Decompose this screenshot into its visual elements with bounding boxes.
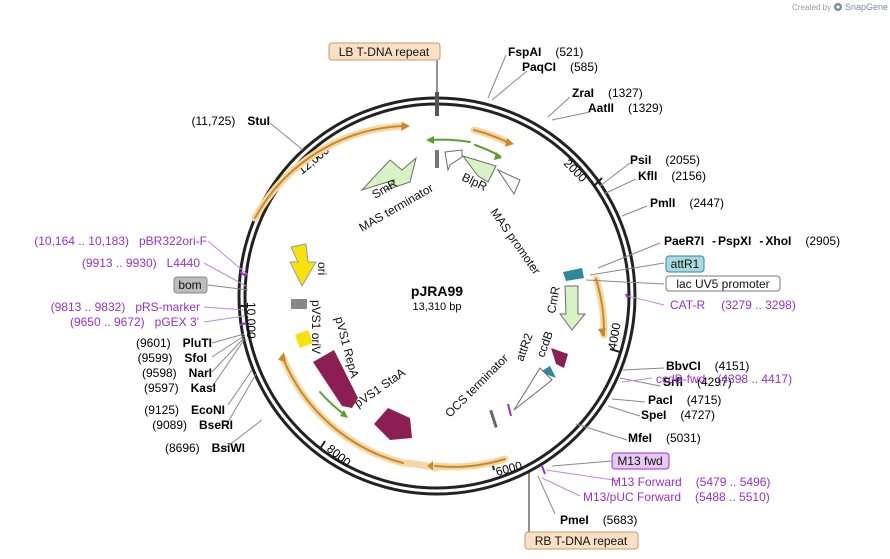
m13fwd-label: M13 fwd — [611, 452, 670, 470]
enzyme-nari: (9598)NarI — [142, 366, 212, 380]
leader-lines — [207, 54, 665, 515]
plasmid-length: 13,310 bp — [413, 301, 462, 313]
primer-marks — [239, 271, 629, 475]
enzyme-pluti: (9601)PluTI — [136, 336, 212, 350]
enzyme-paci: PacI(4715) — [648, 393, 721, 407]
enzyme-sfoi: (9599)SfoI — [138, 351, 207, 365]
enzyme-mfei: MfeI(5031) — [628, 431, 701, 445]
enzyme-pmli: PmlI(2447) — [650, 196, 724, 210]
credit-brand: SnapGene — [845, 2, 888, 12]
enzyme-bbvci: BbvCI(4151) — [666, 359, 749, 373]
inner-features — [289, 149, 587, 440]
primer-cat-r: CAT-R(3279 .. 3298) — [670, 298, 796, 312]
enzyme-aatii: AatII(1329) — [588, 101, 663, 115]
svg-text:M13 fwd: M13 fwd — [617, 454, 662, 468]
enzyme-paqci: PaqCI(585) — [522, 60, 598, 74]
primer-m13-forward: M13 Forward(5479 .. 5496) — [611, 475, 770, 489]
primer-pbr322ori-f: (10,164 .. 10,183)pBR322ori-F — [34, 234, 207, 248]
rb-repeat-label: RB T-DNA repeat — [524, 531, 639, 550]
svg-text:RB T-DNA repeat: RB T-DNA repeat — [535, 534, 628, 548]
orange-feature-arcs — [251, 122, 608, 472]
enzyme-bsiwi: (8696)BsiWI — [165, 441, 245, 455]
feature-ocs-term: OCS terminator — [442, 351, 511, 420]
primer-prs-marker: (9813 .. 9832)pRS-marker — [51, 300, 200, 314]
primer-pgex3: (9650 .. 9672)pGEX 3' — [70, 315, 199, 329]
tick-10000: 10,000 — [244, 302, 258, 339]
attr1-label: attR1 — [665, 255, 705, 273]
plasmid-name: pJRA99 — [411, 283, 463, 299]
svg-text:attR1: attR1 — [671, 257, 700, 271]
enzyme-srfi: SrfI(4297) — [663, 375, 732, 389]
enzyme-stui: (11,725)StuI — [192, 114, 270, 128]
feature-cmr: CmR — [544, 285, 563, 315]
enzyme-psii: PsiI(2055) — [630, 153, 700, 167]
lb-repeat-label: LB T-DNA repeat — [328, 42, 441, 61]
enzyme-fspai: FspAI(521) — [508, 45, 583, 59]
primer-leader-lines — [203, 240, 665, 497]
feature-ori: ori — [315, 262, 329, 275]
enzyme-spei: SpeI(4727) — [641, 408, 715, 422]
enzyme-kasi: (9597)KasI — [144, 381, 216, 395]
enzyme-paer7i: PaeR7I-PspXI-XhoI(2905) — [664, 234, 840, 248]
svg-text:bom: bom — [178, 278, 201, 292]
rb-repeat-mark — [489, 409, 530, 532]
feature-mas-prom: MAS promoter — [488, 206, 544, 277]
enzyme-econi: (9125)EcoNI — [144, 403, 225, 417]
feature-attr2: attR2 — [513, 331, 536, 363]
mas-term-mark — [435, 150, 439, 168]
credit-prefix: Created by — [792, 3, 831, 12]
lacuv5-label: lac UV5 promoter — [665, 275, 781, 292]
snapgene-logo — [834, 3, 842, 11]
svg-text:LB T-DNA repeat: LB T-DNA repeat — [339, 45, 430, 59]
feature-ccdb: ccdB — [534, 329, 556, 359]
primer-m13puc-forward: M13/pUC Forward(5488 .. 5510) — [583, 490, 770, 504]
primer-ccdb-fwd: ccdB-fwd(4398 .. 4417) — [656, 372, 792, 386]
primer-l4440: (9913 .. 9930)L4440 — [82, 256, 200, 270]
enzyme-kfli: KflI(2156) — [638, 169, 706, 183]
svg-text:lac UV5 promoter: lac UV5 promoter — [676, 277, 769, 291]
bom-label: bom — [173, 276, 208, 294]
lb-repeat-mark — [435, 60, 439, 116]
feature-pvs1-oriv: pVS1 oriV — [309, 300, 323, 354]
enzyme-bseri: (9089)BseRI — [152, 418, 233, 432]
enzyme-pmei: PmeI(5683) — [560, 513, 637, 527]
tick-4000: 4000 — [605, 321, 623, 350]
enzyme-zrai: ZraI(1327) — [572, 86, 643, 100]
tick-2000: 2000 — [561, 156, 590, 185]
